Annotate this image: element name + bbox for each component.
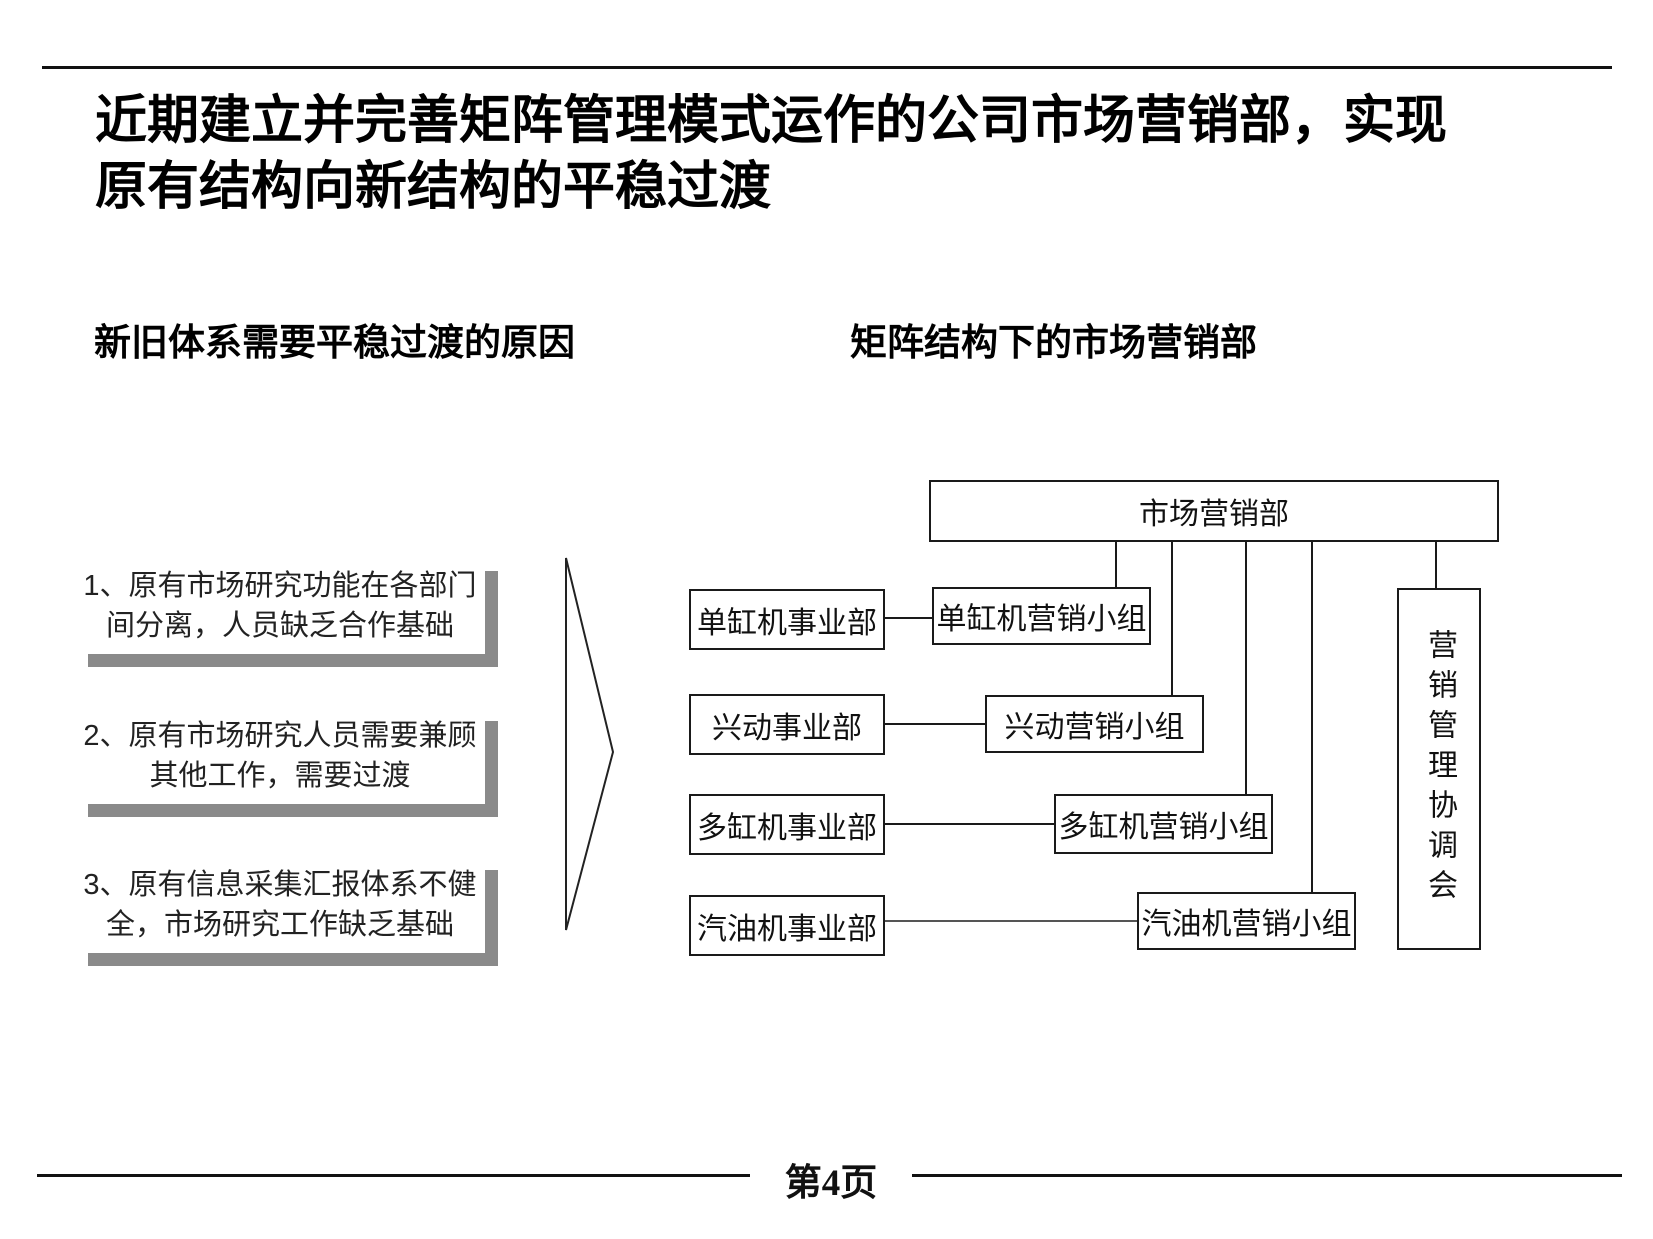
connector-dept1-to-group1 <box>885 617 932 619</box>
right-section-heading: 矩阵结构下的市场营销部 <box>850 322 1257 363</box>
top-divider-rule <box>42 66 1612 69</box>
org-marketing-group-box-4: 汽油机营销小组 <box>1137 892 1356 950</box>
reason-item-2: 2、原有市场研究人员需要兼顾其他工作，需要过渡 <box>75 708 485 804</box>
connector-root-to-coordination <box>1435 542 1437 588</box>
left-section-heading: 新旧体系需要平稳过渡的原因 <box>94 322 575 363</box>
org-marketing-group-box-1: 单缸机营销小组 <box>932 587 1151 645</box>
connector-dept4-to-group4 <box>885 920 1137 922</box>
org-department-box-4: 汽油机事业部 <box>689 895 885 956</box>
page-number: 第4页 <box>784 1163 878 1204</box>
footer-rule-left <box>37 1174 750 1177</box>
org-coordination-box: 营销管理协调会 <box>1397 588 1481 950</box>
org-marketing-group-box-2: 兴动营销小组 <box>985 695 1204 753</box>
org-department-box-3: 多缸机事业部 <box>689 794 885 855</box>
connector-root-to-group-3 <box>1245 542 1247 794</box>
slide-title: 近期建立并完善矩阵管理模式运作的公司市场营销部，实现原有结构向新结构的平稳过渡 <box>95 92 1448 216</box>
reason-item-3: 3、原有信息采集汇报体系不健全，市场研究工作缺乏基础 <box>75 857 485 953</box>
org-department-box-2: 兴动事业部 <box>689 694 885 755</box>
transition-arrow-icon <box>565 557 615 931</box>
org-department-box-1: 单缸机事业部 <box>689 589 885 650</box>
connector-root-to-group-4 <box>1311 542 1313 892</box>
connector-dept2-to-group2 <box>885 723 985 725</box>
connector-root-to-group-1 <box>1115 542 1117 587</box>
reason-item-1: 1、原有市场研究功能在各部门间分离，人员缺乏合作基础 <box>75 558 485 654</box>
connector-root-to-group-2 <box>1171 542 1173 695</box>
footer-rule-right <box>912 1174 1622 1177</box>
connector-dept3-to-group3 <box>885 823 1054 825</box>
org-marketing-group-box-3: 多缸机营销小组 <box>1054 794 1273 854</box>
org-root-box: 市场营销部 <box>929 480 1499 542</box>
